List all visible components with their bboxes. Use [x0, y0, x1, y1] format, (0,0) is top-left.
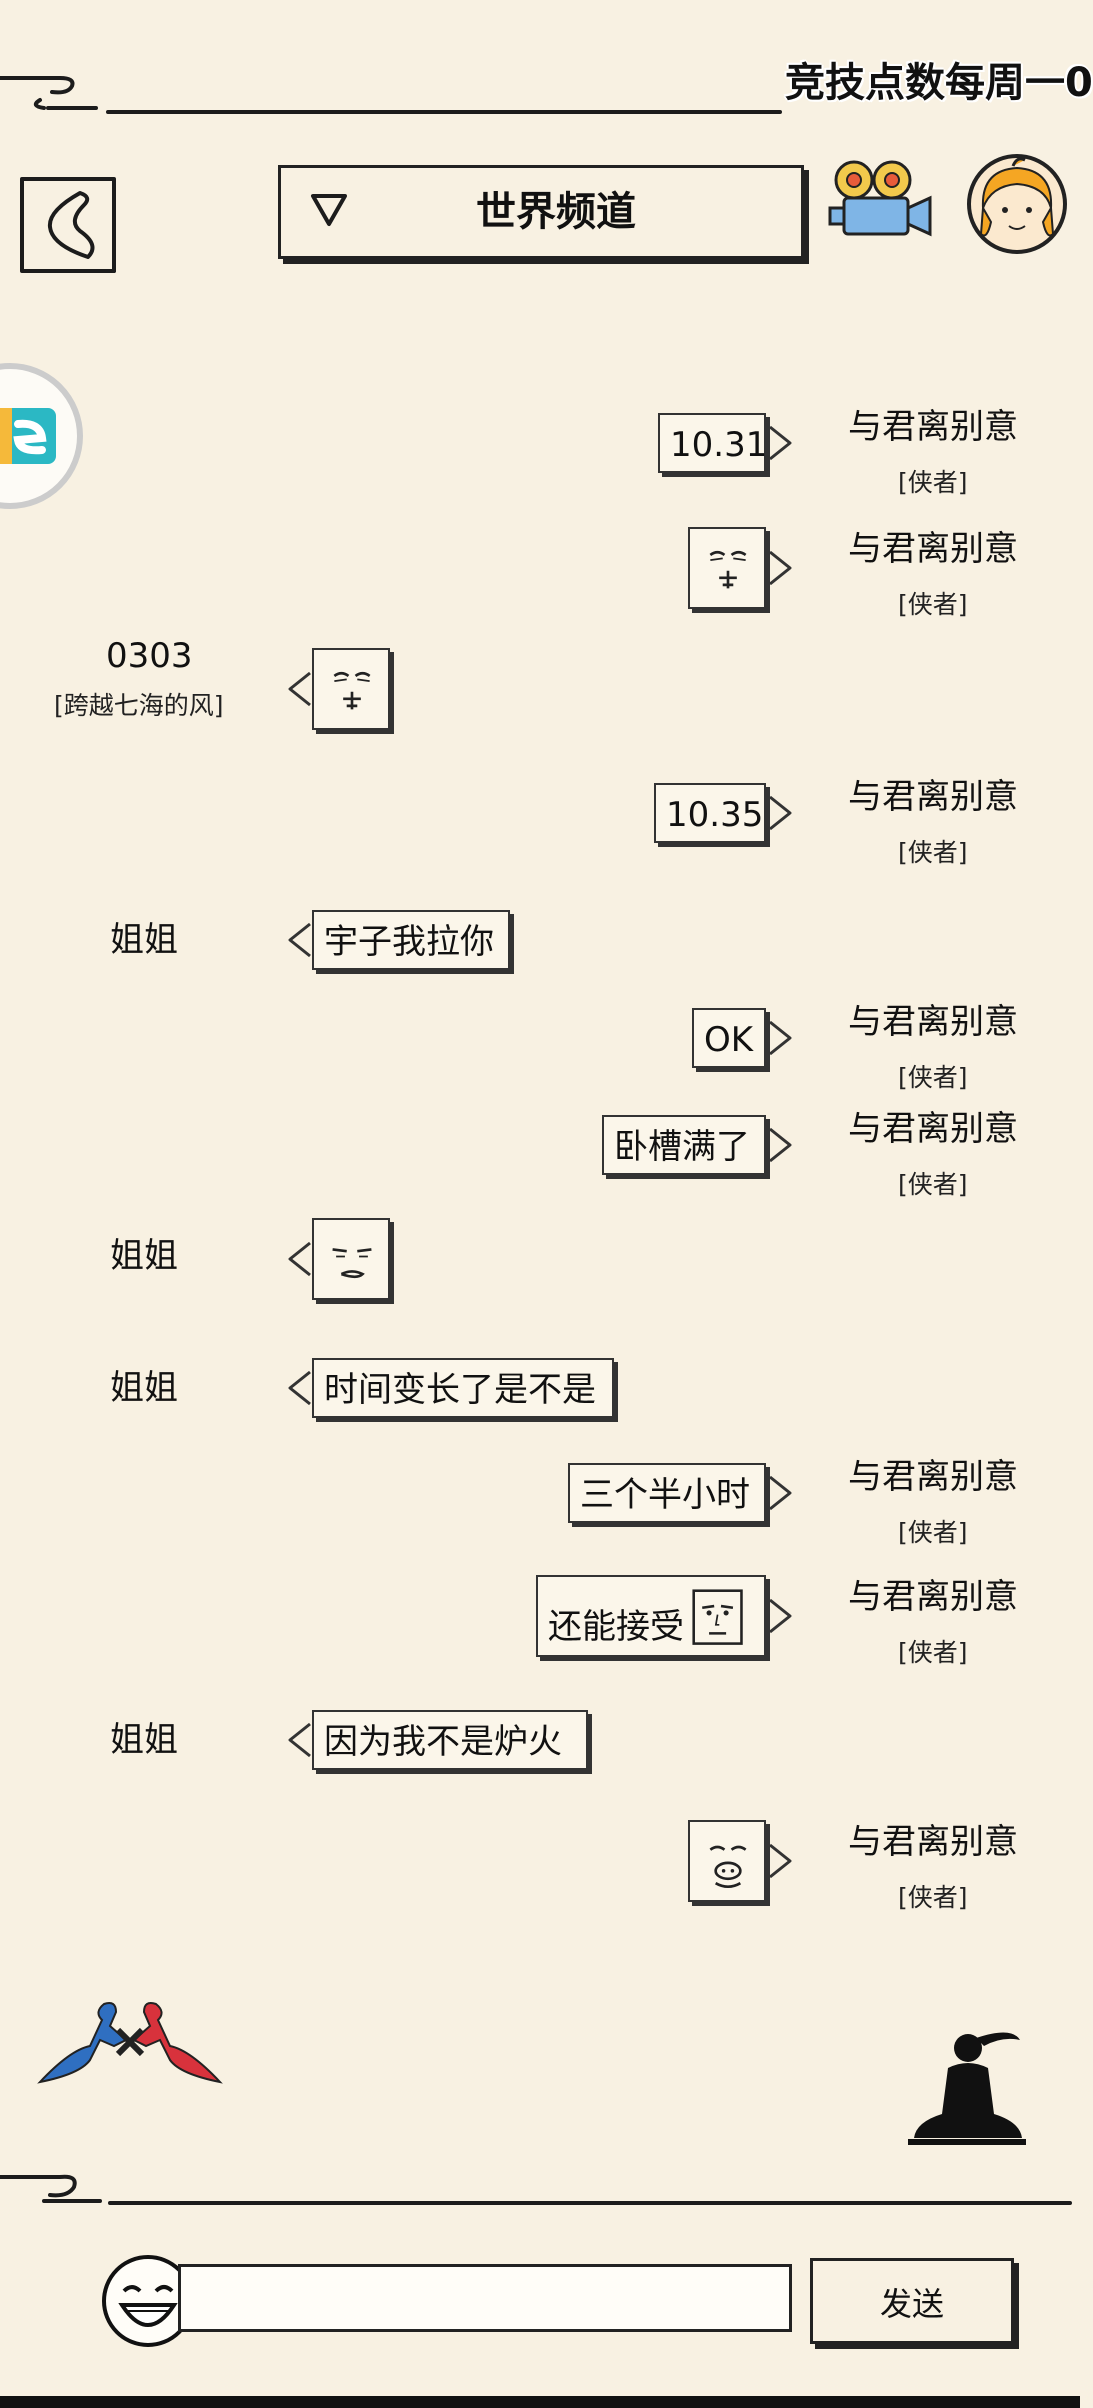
message-bubble[interactable]: 宇子我拉你	[312, 910, 510, 970]
top-decorative-rule	[0, 76, 782, 114]
bubble-tail-icon	[769, 1127, 792, 1163]
video-camera-icon[interactable]	[826, 158, 936, 248]
bubble-tail-icon	[769, 550, 792, 586]
sticker-bubble[interactable]	[688, 1820, 766, 1902]
chat-message[interactable]: 与君离别意 [侠者] OK	[0, 1000, 1080, 1110]
bubble-tail-icon	[769, 1598, 792, 1634]
chat-message[interactable]: 与君离别意 [侠者]	[0, 1820, 1080, 1930]
sleepy-face-sticker	[333, 671, 371, 710]
sender-name[interactable]: 与君离别意	[848, 1002, 1018, 1042]
sender-rank: [侠者]	[898, 1518, 968, 1547]
message-text: 卧槽满了	[614, 1127, 750, 1167]
message-text: OK	[704, 1020, 754, 1060]
message-bubble[interactable]: 因为我不是炉火	[312, 1710, 588, 1770]
meditating-figure-icon[interactable]	[902, 2022, 1032, 2152]
sender-rank: [跨越七海的风]	[54, 691, 224, 720]
message-bubble[interactable]: 还能接受	[536, 1575, 766, 1657]
dropdown-triangle-icon	[311, 194, 347, 226]
chat-message[interactable]: 0303 [跨越七海的风]	[0, 636, 1080, 758]
channel-dropdown[interactable]: 世界频道	[278, 165, 804, 259]
sticker-bubble[interactable]	[312, 1218, 390, 1300]
sender-name[interactable]: 与君离别意	[848, 1457, 1018, 1497]
laughing-emoji-icon[interactable]	[100, 2253, 196, 2349]
sender-name[interactable]: 与君离别意	[848, 529, 1018, 569]
bubble-tail-icon	[769, 425, 792, 461]
bubble-tail-icon	[288, 1722, 311, 1758]
bubble-tail-icon	[288, 1370, 311, 1406]
smug-face-sticker	[332, 1248, 372, 1279]
sender-rank: [侠者]	[898, 1883, 968, 1912]
chat-message[interactable]: 姐姐 宇子我拉你	[0, 902, 1080, 1012]
bottom-decorative-rule	[0, 2174, 1072, 2205]
chat-message[interactable]: 与君离别意 [侠者] 卧槽满了	[0, 1107, 1080, 1217]
message-bubble[interactable]: 10.35	[654, 783, 766, 843]
sender-name[interactable]: 0303	[106, 636, 193, 676]
message-text: 三个半小时	[580, 1475, 750, 1515]
sender-name[interactable]: 与君离别意	[848, 777, 1018, 817]
message-text: 10.31	[670, 425, 768, 465]
chat-input[interactable]	[178, 2264, 792, 2332]
sender-rank: [侠者]	[898, 1638, 968, 1667]
message-text: 因为我不是炉火	[324, 1722, 562, 1762]
message-bubble[interactable]: 10.31	[658, 413, 768, 473]
message-text: 宇子我拉你	[324, 922, 494, 962]
sender-name[interactable]: 与君离别意	[848, 407, 1018, 447]
send-button[interactable]: 发送	[810, 2258, 1014, 2344]
message-bubble[interactable]: 卧槽满了	[602, 1115, 766, 1175]
sticker-bubble[interactable]	[312, 648, 390, 730]
sender-rank: [侠者]	[898, 590, 968, 619]
bubble-tail-icon	[288, 671, 311, 707]
message-text: 时间变长了是不是	[324, 1370, 596, 1410]
message-bubble[interactable]: 时间变长了是不是	[312, 1358, 614, 1418]
bubble-tail-icon	[769, 1475, 792, 1511]
chat-message[interactable]: 与君离别意 [侠者] 10.31	[0, 405, 1080, 515]
chat-message[interactable]: 与君离别意 [侠者]	[0, 527, 1080, 637]
message-text: 还能接受	[548, 1607, 684, 1647]
user-avatar[interactable]	[965, 152, 1069, 256]
chat-message[interactable]: 姐姐 时间变长了是不是	[0, 1350, 1080, 1460]
screen-bottom-edge	[0, 2396, 1080, 2408]
chat-message[interactable]: 姐姐	[0, 1218, 1080, 1328]
duel-mode-icon[interactable]	[30, 1990, 230, 2090]
pig-face-sticker	[709, 1845, 747, 1889]
sender-rank: [侠者]	[898, 838, 968, 867]
floating-assistant-widget[interactable]	[0, 362, 83, 510]
sender-rank: [侠者]	[898, 1063, 968, 1092]
bubble-tail-icon	[769, 795, 792, 831]
sleepy-face-sticker	[709, 550, 747, 589]
message-bubble[interactable]: 三个半小时	[568, 1463, 766, 1523]
sender-rank: [侠者]	[898, 1170, 968, 1199]
chat-message[interactable]: 与君离别意 [侠者] 还能接受	[0, 1575, 1080, 1685]
chat-message[interactable]: 姐姐 因为我不是炉火	[0, 1702, 1080, 1812]
sender-name[interactable]: 与君离别意	[848, 1577, 1018, 1617]
sender-name[interactable]: 与君离别意	[848, 1822, 1018, 1862]
message-text: 10.35	[666, 795, 764, 835]
chat-message[interactable]: 与君离别意 [侠者] 10.35	[0, 775, 1080, 885]
back-button[interactable]	[18, 175, 118, 275]
message-bubble[interactable]: OK	[692, 1008, 766, 1068]
sender-rank: [侠者]	[898, 468, 968, 497]
sender-name[interactable]: 姐姐	[110, 1720, 178, 1760]
channel-title: 世界频道	[476, 189, 636, 235]
chat-message[interactable]: 与君离别意 [侠者] 三个半小时	[0, 1455, 1080, 1565]
bubble-tail-icon	[288, 1241, 311, 1277]
bubble-tail-icon	[769, 1020, 792, 1056]
sticker-bubble[interactable]	[688, 527, 766, 609]
bubble-tail-icon	[288, 922, 311, 958]
sender-name[interactable]: 姐姐	[110, 920, 178, 960]
sender-name[interactable]: 与君离别意	[848, 1109, 1018, 1149]
serious-face-emoji	[692, 1589, 743, 1645]
announcement-marquee: 竞技点数每周一0	[785, 60, 1093, 106]
bubble-tail-icon	[769, 1843, 792, 1879]
sender-name[interactable]: 姐姐	[110, 1236, 178, 1276]
sender-name[interactable]: 姐姐	[110, 1368, 178, 1408]
